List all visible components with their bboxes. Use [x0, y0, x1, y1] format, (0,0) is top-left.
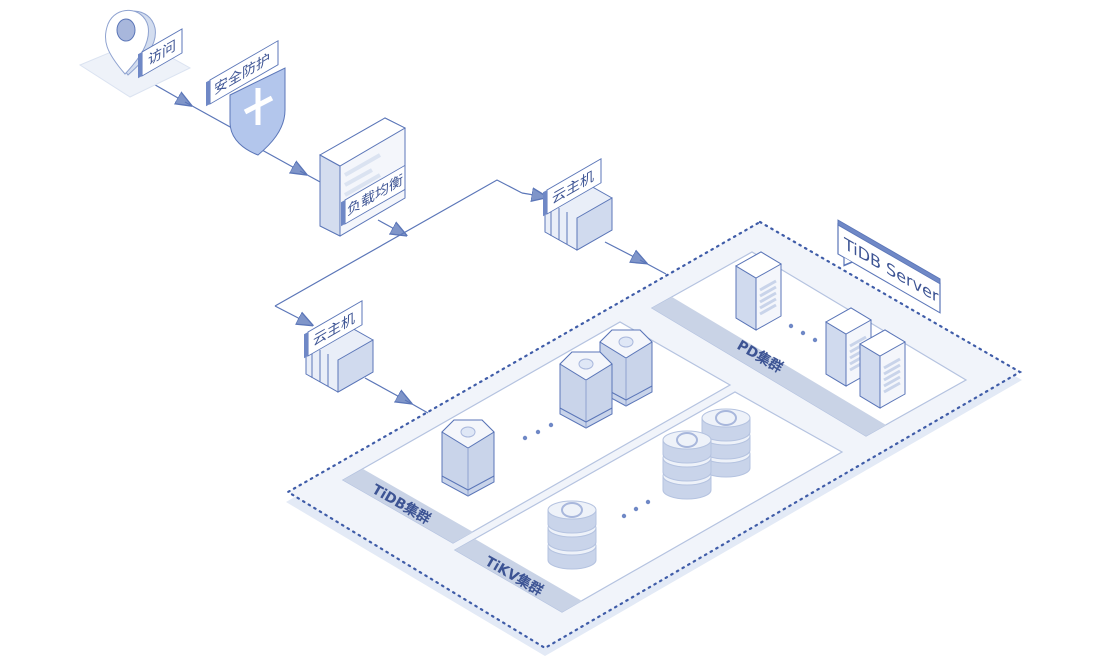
- pd-server-icon: [859, 329, 906, 409]
- arrow-to-host-1: [521, 193, 540, 196]
- arrow-visit-to-security: [149, 81, 185, 102]
- tidb-ellipsis-dots: [522, 422, 554, 441]
- security-node[interactable]: 安全防护: [206, 39, 286, 156]
- line-branch: [274, 179, 523, 307]
- load-balancer-node[interactable]: 负载均衡: [318, 117, 407, 237]
- arrow-host-1-to-cluster: [604, 241, 640, 260]
- tikv-storage-icon: [547, 500, 597, 570]
- plus-icon: [243, 88, 274, 125]
- arrow-security-to-lb: [261, 149, 300, 171]
- pd-server-icon: [735, 251, 782, 331]
- line-host-1-to-cluster: [639, 259, 667, 275]
- line-security-to-lb: [299, 170, 323, 184]
- arrow-lb-out: [377, 219, 400, 232]
- connectors: [149, 81, 667, 414]
- tikv-storage-icon: [662, 430, 712, 500]
- line-host-2-to-cluster: [404, 399, 429, 414]
- tidb-node-icon: [559, 351, 613, 429]
- line-visit-to-security: [184, 101, 233, 129]
- tikv-ellipsis-dots: [621, 499, 651, 519]
- cloud-host-2[interactable]: 云主机: [304, 300, 374, 393]
- visit-node[interactable]: 访问: [78, 9, 192, 98]
- cloud-host-1[interactable]: 云主机: [543, 158, 613, 251]
- pd-ellipsis-dots: [788, 323, 818, 343]
- arrow-host-2-to-cluster: [364, 377, 405, 400]
- tidb-node-icon: [441, 419, 495, 497]
- tikv-storage-icon: [701, 408, 751, 478]
- arrow-to-host-2: [274, 305, 306, 322]
